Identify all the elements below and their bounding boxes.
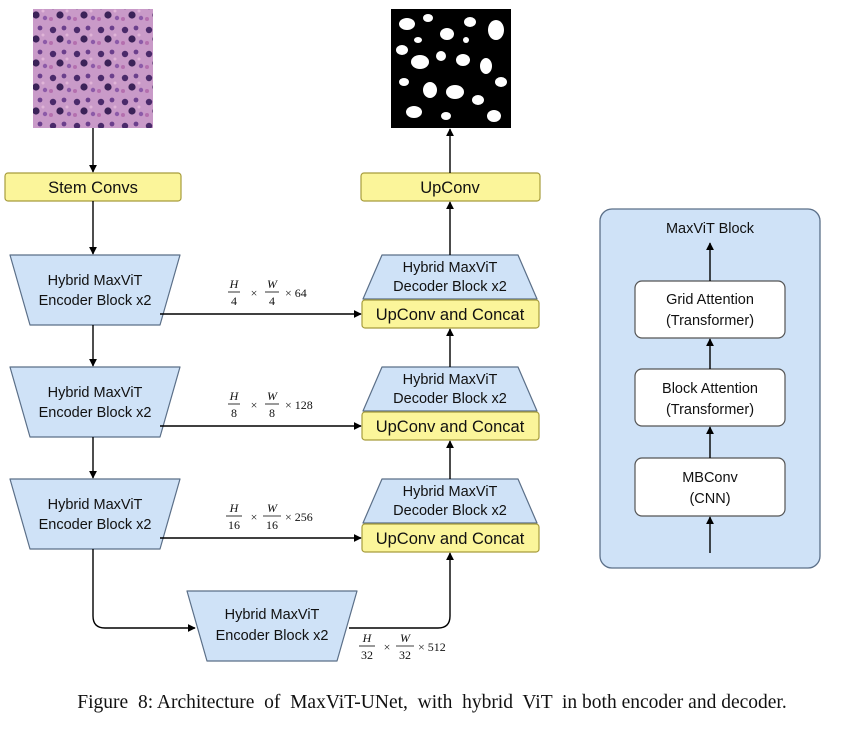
encoder-2-line1: Hybrid MaxViT: [48, 385, 143, 401]
output-mask-image: [391, 9, 511, 128]
decoder-1-line1: Hybrid MaxViT: [403, 260, 498, 276]
bottleneck-line1: Hybrid MaxViT: [225, 607, 320, 623]
decoder-block-1: Hybrid MaxViT Decoder Block x2: [362, 254, 538, 300]
svg-text:H: H: [229, 389, 240, 403]
block-attention-line2: (Transformer): [666, 402, 754, 418]
dim-label-1: H 4 × W 4 × 64: [228, 277, 307, 308]
encoder-block-3: Hybrid MaxViT Encoder Block x2: [9, 478, 181, 550]
bottleneck-line2: Encoder Block x2: [216, 628, 329, 644]
skip-connection-arrows: [160, 310, 362, 542]
encoder-1-line1: Hybrid MaxViT: [48, 273, 143, 289]
mbconv-box: [634, 457, 786, 517]
svg-text:32: 32: [361, 648, 373, 662]
figure-caption: Figure 8: Architecture of MaxViT-UNet, w…: [77, 692, 786, 713]
svg-text:×: ×: [384, 640, 391, 654]
svg-text:4: 4: [269, 294, 275, 308]
svg-text:× 64: × 64: [285, 286, 307, 300]
encoder-block-2: Hybrid MaxViT Encoder Block x2: [9, 366, 181, 438]
decoder-1-line2: Decoder Block x2: [393, 279, 507, 295]
svg-text:H: H: [362, 631, 373, 645]
svg-text:×: ×: [251, 286, 258, 300]
encoder-3-line1: Hybrid MaxViT: [48, 497, 143, 513]
decoder-2-line1: Hybrid MaxViT: [403, 372, 498, 388]
decoder-arrows: [349, 128, 454, 629]
bottleneck-encoder-block: Hybrid MaxViT Encoder Block x2: [186, 590, 358, 662]
upconv-concat-3-label: UpConv and Concat: [376, 530, 525, 548]
encoder-arrows: [89, 128, 196, 632]
upconv-concat-1-label: UpConv and Concat: [376, 306, 525, 324]
svg-text:32: 32: [399, 648, 411, 662]
dim-label-3: H 16 × W 16 × 256: [226, 501, 313, 532]
encoder-2-line2: Encoder Block x2: [39, 405, 152, 421]
grid-attention-line2: (Transformer): [666, 313, 754, 329]
upconv-top-label: UpConv: [420, 179, 480, 197]
dim-label-2: H 8 × W 8 × 128: [228, 389, 313, 420]
decoder-3-line1: Hybrid MaxViT: [403, 484, 498, 500]
mbconv-line1: MBConv: [682, 470, 738, 486]
decoder-block-2: Hybrid MaxViT Decoder Block x2: [362, 366, 538, 412]
svg-text:16: 16: [228, 518, 240, 532]
svg-text:4: 4: [231, 294, 237, 308]
encoder-block-1: Hybrid MaxViT Encoder Block x2: [9, 254, 181, 326]
input-histology-image: [33, 9, 153, 128]
upconv-concat-1: UpConv and Concat: [361, 299, 540, 329]
encoder-3-line2: Encoder Block x2: [39, 517, 152, 533]
decoder-2-line2: Decoder Block x2: [393, 391, 507, 407]
svg-text:8: 8: [231, 406, 237, 420]
decoder-3-line2: Decoder Block x2: [393, 503, 507, 519]
svg-text:W: W: [267, 501, 278, 515]
svg-text:8: 8: [269, 406, 275, 420]
panel-title: MaxViT Block: [666, 221, 755, 237]
svg-text:×: ×: [251, 510, 258, 524]
upconv-concat-2-label: UpConv and Concat: [376, 418, 525, 436]
svg-text:× 256: × 256: [285, 510, 313, 524]
svg-text:× 512: × 512: [418, 640, 446, 654]
svg-text:16: 16: [266, 518, 278, 532]
svg-text:W: W: [267, 277, 278, 291]
svg-text:W: W: [400, 631, 411, 645]
block-attention-line1: Block Attention: [662, 381, 758, 397]
svg-text:H: H: [229, 277, 240, 291]
stem-convs-box: Stem Convs: [4, 172, 182, 202]
mbconv-line2: (CNN): [689, 491, 730, 507]
svg-text:×: ×: [251, 398, 258, 412]
svg-text:× 128: × 128: [285, 398, 313, 412]
upconv-concat-3: UpConv and Concat: [361, 523, 540, 553]
grid-attention-line1: Grid Attention: [666, 292, 754, 308]
encoder-1-line2: Encoder Block x2: [39, 293, 152, 309]
upconv-concat-2: UpConv and Concat: [361, 411, 540, 441]
svg-text:H: H: [229, 501, 240, 515]
maxvit-block-panel: MaxViT Block Grid Attention (Transformer…: [599, 208, 821, 569]
upconv-top-box: UpConv: [360, 172, 541, 202]
stem-convs-label: Stem Convs: [48, 179, 138, 197]
decoder-block-3: Hybrid MaxViT Decoder Block x2: [362, 478, 538, 524]
grid-attention-box: [634, 280, 786, 339]
dim-label-4: H 32 × W 32 × 512: [359, 631, 446, 662]
svg-text:W: W: [267, 389, 278, 403]
